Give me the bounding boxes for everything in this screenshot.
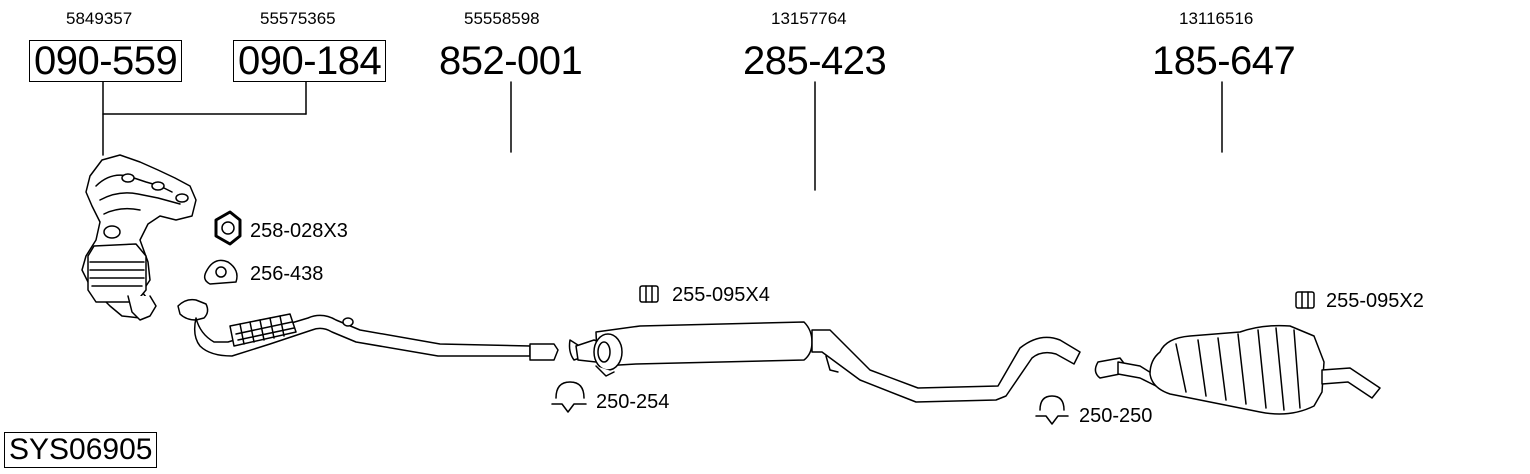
part-number[interactable]: 852-001 [439, 39, 583, 83]
rear-silencer [1094, 324, 1381, 415]
system-code: SYS06905 [4, 432, 158, 468]
oem-number: 5849357 [66, 9, 133, 28]
part-number[interactable]: 185-647 [1152, 39, 1296, 83]
oem-number: 13157764 [771, 9, 847, 28]
accessory-label[interactable]: 258-028X3 [250, 220, 348, 242]
leader-lines [102, 79, 1223, 191]
pipe-clamp-icon [1035, 395, 1069, 425]
accessory-label[interactable]: 255-095X4 [672, 284, 770, 306]
accessory-label[interactable]: 250-254 [596, 391, 670, 413]
hex-nut-icon [214, 210, 242, 246]
rubber-mount-icon [1295, 291, 1315, 309]
rubber-mount-icon [639, 285, 659, 303]
part-number[interactable]: 090-559 [29, 40, 183, 82]
front-pipe [177, 298, 559, 361]
part-number[interactable]: 285-423 [743, 39, 887, 83]
part-number[interactable]: 090-184 [233, 40, 387, 82]
accessory-label[interactable]: 255-095X2 [1326, 290, 1424, 312]
exhaust-manifold-catalytic-converter [81, 154, 197, 321]
oem-number: 55558598 [464, 9, 540, 28]
oem-number: 55575365 [260, 9, 336, 28]
oem-number: 13116516 [1179, 9, 1254, 28]
flange-gasket-icon [203, 259, 238, 285]
pipe-clamp-icon [551, 381, 587, 413]
center-silencer [568, 321, 1081, 403]
accessory-label[interactable]: 256-438 [250, 263, 324, 285]
accessory-label[interactable]: 250-250 [1079, 405, 1153, 427]
